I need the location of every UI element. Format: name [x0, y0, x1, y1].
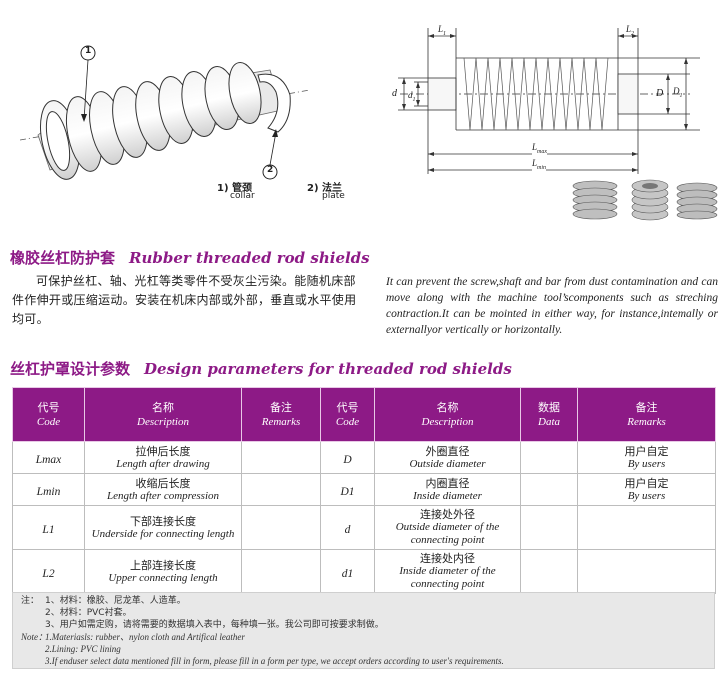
- section2-heading: 丝杠护罩设计参数 Design parameters for threaded …: [10, 358, 512, 379]
- dim-Lmax: Lmax: [532, 142, 548, 155]
- note-cn-label: 注：: [21, 596, 40, 606]
- callout-1-label: 1: [85, 46, 92, 56]
- collar-caption-en: collar: [230, 191, 255, 201]
- data-cell[interactable]: [520, 441, 578, 474]
- note-en-2: 2.Lining: PVC lining: [45, 644, 121, 654]
- bellows-diagram: [20, 45, 310, 180]
- remarks-cell: [241, 441, 321, 474]
- bellows-photo-3: [676, 182, 718, 220]
- remarks-cell: [241, 505, 321, 550]
- dim-d: d: [392, 88, 397, 99]
- remarks-cell: [577, 549, 716, 594]
- section2-title-cn: 丝杠护罩设计参数: [10, 360, 131, 378]
- note-cn-2: 2、材料：PVC衬套。: [45, 608, 132, 618]
- dim-L2: L2: [626, 24, 635, 37]
- data-cell[interactable]: [520, 473, 578, 506]
- bellows-photo-1: [572, 180, 618, 220]
- note-en-label: Note：: [21, 632, 47, 642]
- remarks-cell: [241, 549, 321, 594]
- note-cn-1: 注：1、材料：橡胶、尼龙革、人造革。: [21, 596, 186, 606]
- section1-heading: 橡胶丝杠防护套 Rubber threaded rod shields: [10, 247, 370, 268]
- code-cell: d1: [320, 549, 375, 594]
- section1-title-en: Rubber threaded rod shields: [129, 249, 370, 267]
- collar-caption-cn: 1) 管颈: [217, 183, 253, 194]
- note-en-1: Note：1.Materiasls: rubber、nylon cloth an…: [21, 632, 245, 642]
- bellows-photo-2: [631, 179, 669, 221]
- section2-title-en: Design parameters for threaded rod shiel…: [144, 360, 512, 378]
- note-en-3: 3.If enduser select data mentioned fill …: [45, 656, 504, 666]
- remarks-cell: [241, 473, 321, 506]
- section1-description-en: It can prevent the screw,shaft and bar f…: [386, 276, 718, 336]
- section1-description-cn: 可保护丝杠、轴、光杠等类零件不受灰尘污染。能随机床部件作伸开或压缩运动。安装在机…: [12, 274, 357, 326]
- dimension-drawing: [398, 28, 700, 174]
- plate-caption-en: plate: [322, 191, 345, 201]
- dim-D1: D1: [673, 86, 683, 99]
- code-cell: D1: [320, 473, 375, 506]
- code-cell: d: [320, 505, 375, 550]
- data-cell[interactable]: [520, 549, 578, 594]
- code-cell: L1: [12, 505, 85, 550]
- note-cn-3: 3、用户如需定购，请将需要的数据填入表中，每种填一张。我公司即可按要求制做。: [45, 620, 384, 630]
- dim-L1: L1: [438, 24, 447, 37]
- dim-D: D: [656, 88, 664, 99]
- notes-box: 注：1、材料：橡胶、尼龙革、人造革。 2、材料：PVC衬套。 3、用户如需定购，…: [12, 592, 715, 669]
- code-cell: D: [320, 441, 375, 474]
- code-cell: L2: [12, 549, 85, 594]
- data-cell[interactable]: [520, 505, 578, 550]
- plate-caption-cn: 2) 法兰: [307, 183, 343, 194]
- code-cell: Lmax: [12, 441, 85, 474]
- callout-2-label: 2: [267, 165, 274, 175]
- remarks-cell: [577, 505, 716, 550]
- dim-Lmin: Lmin: [532, 158, 547, 171]
- code-cell: Lmin: [12, 473, 85, 506]
- dim-d1: d1: [408, 90, 416, 103]
- section1-title-cn: 橡胶丝杠防护套: [10, 249, 116, 267]
